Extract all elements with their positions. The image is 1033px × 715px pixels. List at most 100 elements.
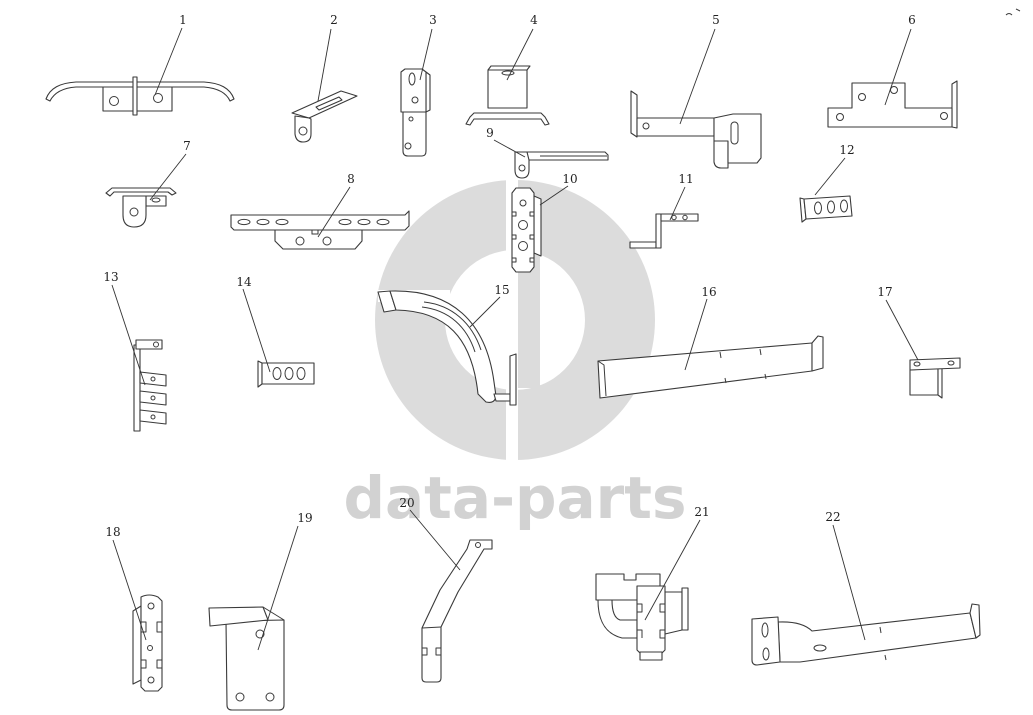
- leader-line-8: [317, 186, 351, 238]
- leader-line-9: [493, 139, 526, 158]
- part-14-flange: [257, 360, 263, 388]
- callout-label-7: 7: [183, 139, 191, 153]
- part-2-bracket: [291, 90, 358, 143]
- part-11-bracket: [629, 213, 699, 249]
- leader-line-12: [814, 157, 846, 196]
- part-20-bend: [421, 626, 442, 629]
- part-19-bracket: [208, 606, 285, 711]
- part-2-hole: [298, 126, 308, 136]
- part-18-flange: [132, 605, 142, 685]
- part-1-hole: [109, 96, 119, 106]
- leader-line-6: [884, 28, 912, 106]
- callout-label-13: 13: [103, 270, 118, 284]
- corner-mark: [1005, 8, 1021, 16]
- part-5-foot: [713, 140, 729, 169]
- part-17-top: [909, 357, 961, 371]
- part-11-hole: [682, 214, 688, 221]
- callout-label-1: 1: [179, 13, 187, 27]
- part-22-bar: [777, 612, 977, 663]
- part-7-hole: [129, 207, 139, 217]
- leader-line-21: [644, 519, 701, 621]
- part-3-hole: [404, 142, 412, 150]
- part-18-notches: [141, 621, 162, 669]
- callout-label-18: 18: [105, 525, 120, 539]
- part-16-bracket: [597, 335, 824, 399]
- part-19-plate: [225, 619, 285, 711]
- part-9-hole: [518, 164, 526, 172]
- part-7-slot: [151, 197, 161, 203]
- part-6-hole: [836, 113, 844, 121]
- part-13-hole: [150, 414, 156, 420]
- part-14-hole: [284, 367, 294, 380]
- part-8-slot: [357, 218, 371, 226]
- callout-label-6: 6: [908, 13, 916, 27]
- part-21-center-plate: [636, 585, 666, 656]
- part-13-hole: [150, 376, 156, 382]
- callout-label-3: 3: [429, 13, 437, 27]
- part-3-hole: [408, 116, 414, 122]
- leader-line-2: [317, 28, 332, 102]
- callout-label-2: 2: [330, 13, 338, 27]
- part-12-hole: [840, 199, 848, 213]
- part-8-hole: [295, 236, 305, 246]
- part-11-hole: [671, 214, 677, 221]
- part-8-slot: [338, 218, 352, 226]
- part-21-bracket: [595, 573, 689, 661]
- leader-line-11: [669, 186, 686, 221]
- part-22-hole: [813, 644, 827, 652]
- leader-line-19: [257, 525, 299, 651]
- part-21-bottom-tab: [639, 651, 663, 661]
- part-22-end-tab: [969, 603, 981, 639]
- part-8-strip: [230, 210, 410, 231]
- part-3-bracket: [400, 68, 431, 157]
- part-5-hole: [642, 122, 650, 130]
- part-15-curved-bracket: [377, 290, 517, 406]
- callout-label-10: 10: [562, 172, 577, 186]
- part-7-flange: [105, 187, 177, 197]
- part-10-notches: [512, 211, 534, 263]
- part-12-bracket: [799, 195, 853, 223]
- part-10-hole: [518, 241, 528, 251]
- part-19-hole: [265, 692, 275, 702]
- leader-line-17: [885, 299, 919, 361]
- leader-line-5: [679, 28, 716, 125]
- part-13-hole: [153, 341, 159, 348]
- leader-line-1: [154, 27, 183, 96]
- part-15-upright: [509, 353, 517, 406]
- callout-label-4: 4: [530, 13, 538, 27]
- part-19-hole: [235, 692, 245, 702]
- part-4-slot: [501, 70, 515, 76]
- part-5-slot: [730, 121, 739, 145]
- part-8-slot: [256, 218, 270, 226]
- part-13-bracket: [133, 339, 167, 432]
- part-18-bracket: [132, 594, 163, 692]
- part-18-hole: [147, 645, 153, 651]
- part-8-tab: [274, 229, 363, 250]
- callout-label-8: 8: [347, 172, 355, 186]
- part-14-hole: [272, 367, 282, 380]
- part-6-hole: [858, 93, 866, 101]
- part-10-hole: [518, 220, 528, 230]
- part-1-strip: [45, 81, 235, 102]
- part-2-slot: [315, 96, 343, 111]
- part-22-notches: [879, 626, 887, 661]
- part-15-slot: [421, 301, 482, 353]
- callout-label-20: 20: [399, 496, 414, 510]
- part-17-side: [909, 367, 939, 396]
- part-21-notches: [637, 603, 665, 639]
- callout-label-15: 15: [494, 283, 509, 297]
- callout-label-17: 17: [877, 285, 892, 299]
- leader-line-20: [409, 509, 461, 571]
- watermark-logo: [375, 178, 655, 462]
- callout-label-14: 14: [236, 275, 252, 289]
- callout-label-16: 16: [701, 285, 716, 299]
- leader-line-16: [684, 298, 708, 371]
- part-11-riser: [655, 213, 662, 249]
- part-14-bracket: [257, 360, 315, 388]
- part-18-hole: [147, 676, 155, 684]
- part-20-bracket: [421, 539, 493, 683]
- part-16-notches: [719, 348, 767, 384]
- part-6-hole: [890, 86, 898, 94]
- part-8-bracket: [230, 210, 410, 250]
